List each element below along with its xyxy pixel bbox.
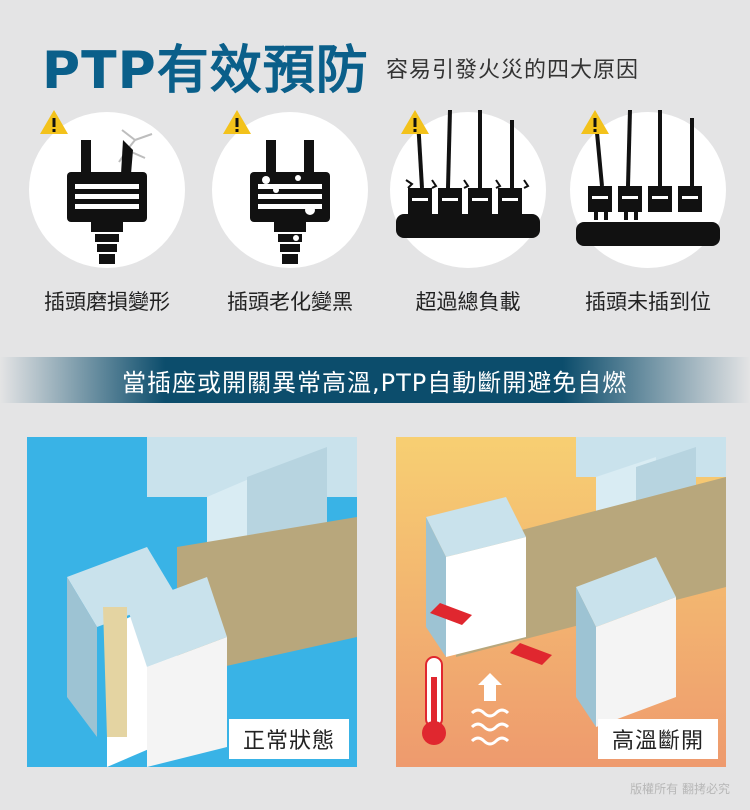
heat-up-arrow-icon	[478, 673, 502, 701]
contact-open-illustration	[396, 437, 726, 767]
info-banner-text: 當插座或開關異常高溫,PTP自動斷開避免自燃	[122, 369, 628, 397]
panel-normal-state: 正常狀態	[27, 437, 357, 767]
panel-label-high-temp: 高溫斷開	[597, 719, 718, 759]
page-title: PTP有效預防	[42, 41, 369, 101]
cause-card-cracked	[27, 110, 187, 270]
cause-card-loose	[568, 110, 728, 270]
cause-label-blackened: 插頭老化變黑	[227, 290, 353, 314]
cause-card-overload	[388, 110, 548, 270]
contact-closed-illustration	[27, 437, 357, 767]
cause-label-cracked: 插頭磨損變形	[44, 290, 170, 314]
panel-label-normal: 正常狀態	[228, 719, 349, 759]
plug-loose-icon	[570, 110, 726, 268]
arrow-left-icon	[430, 603, 472, 625]
cause-card-blackened	[210, 110, 370, 270]
plug-cracked-icon	[29, 110, 185, 268]
info-banner	[0, 357, 750, 403]
arrow-right-icon	[510, 643, 552, 665]
page-subtitle: 容易引發火災的四大原因	[386, 58, 640, 83]
cause-label-overload: 超過總負載	[415, 290, 521, 314]
cause-label-loose: 插頭未插到位	[585, 290, 711, 314]
panel-high-temp: 高溫斷開	[396, 437, 726, 767]
plug-blackened-icon	[212, 110, 368, 268]
power-strip-overload-icon	[390, 110, 546, 268]
copyright-text: 版權所有 翻拷必究	[630, 782, 730, 796]
